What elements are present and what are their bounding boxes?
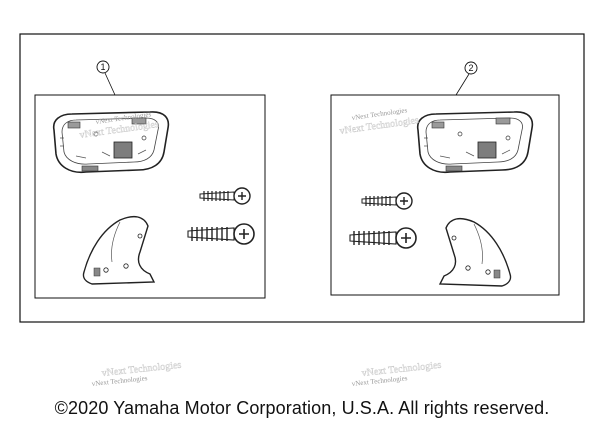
callout-2-leader (455, 73, 470, 96)
cover-plate-right (439, 217, 512, 287)
cover-plate-left (82, 215, 155, 285)
callout-2-label: 2 (468, 63, 473, 73)
screw-small-left (199, 187, 251, 205)
kit-2-group: 2 vNext Technologies vNext Technologies (330, 61, 560, 296)
copyright-notice: ©2020 Yamaha Motor Corporation, U.S.A. A… (54, 398, 550, 418)
kit-1-box (34, 94, 266, 299)
kit-2-box (330, 94, 560, 296)
screw-small-right (361, 192, 413, 210)
screw-large-left (187, 223, 255, 245)
housing-bracket-right (416, 111, 534, 174)
kit-1-group: 1 vNext Technologies vNext Technologies (34, 60, 266, 299)
callout-1-label: 1 (100, 62, 105, 72)
callout-1-circle (96, 60, 110, 74)
outer-frame (19, 33, 585, 323)
callout-1-leader (104, 72, 116, 96)
screw-large-right (349, 227, 417, 249)
callout-2-circle (464, 61, 478, 75)
